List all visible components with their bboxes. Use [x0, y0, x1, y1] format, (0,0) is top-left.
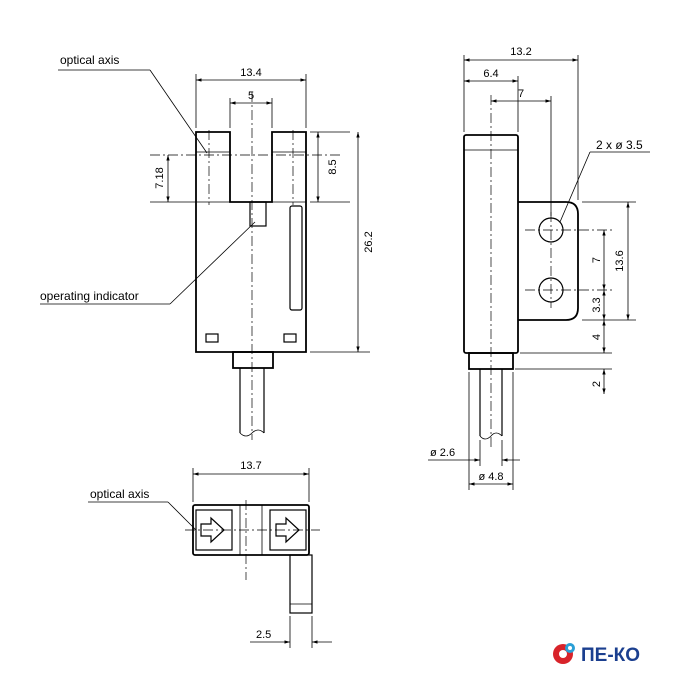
- label-optical-axis-top: optical axis: [60, 53, 119, 67]
- label-operating-indicator: operating indicator: [40, 289, 139, 303]
- dim-slot-width: 5: [248, 90, 254, 102]
- dim-sleeve-dia: ø 4.8: [478, 471, 503, 483]
- front-view: 13.4 5 8.5 26.2 7.18 optical axis operat…: [40, 53, 375, 440]
- dim-front-width: 13.4: [240, 67, 261, 79]
- dim-axis-height: 7.18: [154, 167, 166, 188]
- dim-holes-span: 13.6: [614, 250, 626, 271]
- gear-icon: [553, 643, 575, 664]
- logo-text: ПЕ-КО: [581, 645, 640, 666]
- dim-cable-offset: 2: [591, 381, 603, 387]
- brand-logo: ПЕ-КО: [553, 643, 640, 666]
- label-holes: 2 x ø 3.5: [596, 138, 643, 152]
- dim-flange-offset: 4: [591, 334, 603, 340]
- mounting-flange: [518, 201, 579, 321]
- label-optical-axis-bottom: optical axis: [90, 487, 149, 501]
- operating-indicator-led: [249, 201, 267, 227]
- dim-body-height: 26.2: [363, 231, 375, 252]
- dim-cable-width: 2.5: [256, 629, 271, 641]
- emitter-arrow-icon: [200, 516, 225, 544]
- receiver-arrow-icon: [275, 516, 300, 544]
- dim-side-width: 13.2: [510, 46, 531, 58]
- dim-hole-pitch: 7: [591, 257, 603, 263]
- dim-side-64: 6.4: [483, 68, 498, 80]
- dim-side-7-top: 7: [518, 88, 524, 100]
- side-view: 13.2 6.4 7 2 x ø 3.5 13.6 7 3.3 4 2: [428, 46, 650, 490]
- bottom-view: 13.7 optical axis 2.5: [88, 460, 332, 648]
- dim-slot-depth: 8.5: [327, 159, 339, 174]
- dim-hole-bottom: 3.3: [591, 297, 603, 312]
- dim-bottom-width: 13.7: [240, 460, 261, 472]
- dim-cable-dia: ø 2.6: [430, 447, 455, 459]
